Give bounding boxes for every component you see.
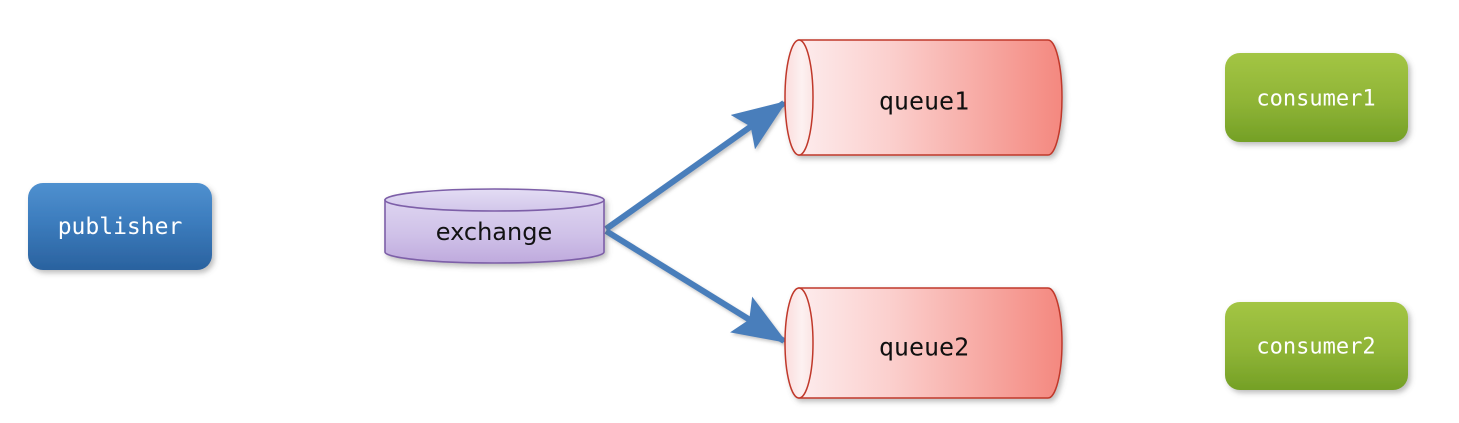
node-publisher[interactable]: publisher (28, 183, 212, 270)
queue1-cylinder-body (798, 39, 1063, 156)
node-queue2[interactable]: queue2 (784, 287, 1063, 399)
exchange-cylinder-body (384, 199, 605, 264)
queue1-cylinder-cap (784, 39, 814, 156)
node-consumer1[interactable]: consumer1 (1225, 53, 1408, 142)
exchange-cylinder-top (384, 188, 605, 212)
queue2-cylinder-cap (784, 287, 814, 399)
edge-exchange-to-queue2[interactable] (604, 228, 788, 344)
node-consumer2[interactable]: consumer2 (1225, 302, 1408, 390)
node-queue1[interactable]: queue1 (784, 39, 1063, 156)
publisher-box (28, 183, 212, 270)
consumer1-box (1225, 53, 1408, 142)
edge-line (604, 228, 788, 344)
edge-exchange-to-queue1[interactable] (604, 100, 787, 232)
queue2-cylinder-body (798, 287, 1063, 399)
consumer2-box (1225, 302, 1408, 390)
edge-layer (214, 78, 1222, 366)
node-exchange[interactable]: exchange (384, 188, 605, 264)
edge-line (604, 100, 787, 232)
